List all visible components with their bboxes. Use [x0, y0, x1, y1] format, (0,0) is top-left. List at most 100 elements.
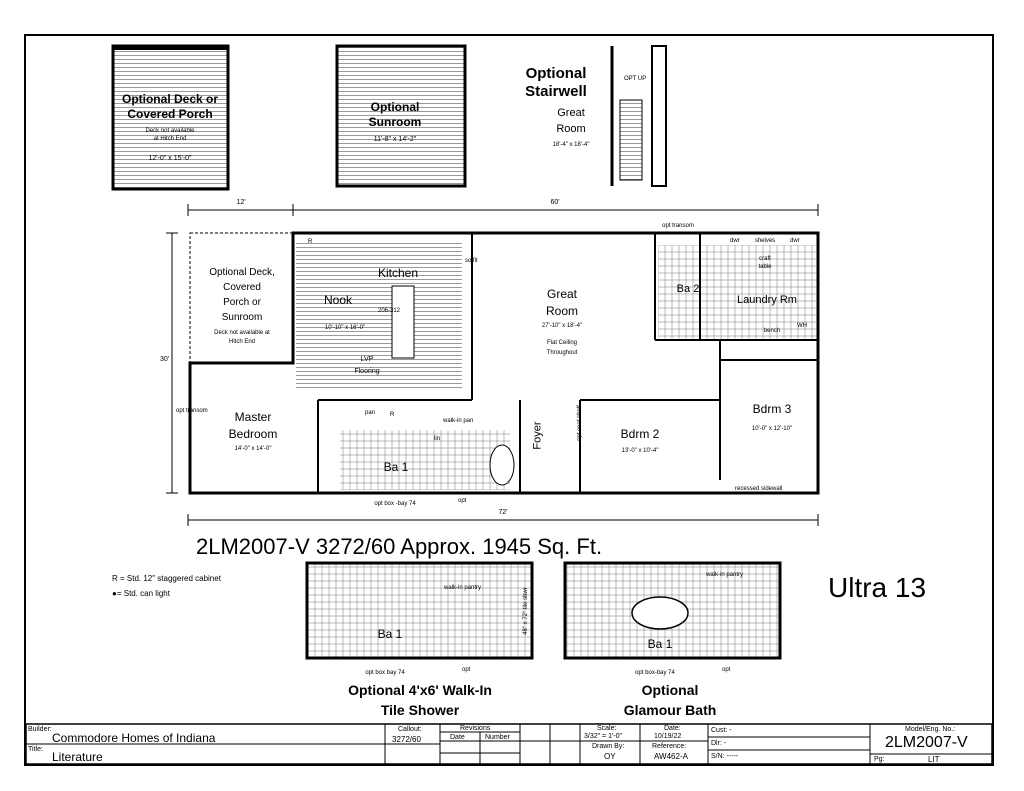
deck-side-1: Optional Deck,: [209, 267, 275, 278]
tb-builder: Commodore Homes of Indiana: [52, 731, 216, 745]
lvp-1: LVP: [360, 356, 374, 363]
recessed-label: recessed sidewall: [735, 486, 783, 492]
lin-label: lin: [434, 436, 441, 442]
sunroom-dims: 11'-8" x 14'-2": [373, 136, 417, 143]
option-sunroom-plan: [335, 44, 467, 188]
deck-side-note-2: Hitch End: [228, 339, 256, 345]
master-1: Master: [234, 410, 272, 424]
great-room-dims: 27'-10" x 18'-4": [541, 323, 583, 329]
option-stairwell-plan: [610, 45, 667, 187]
option-shower-plan: [305, 561, 534, 660]
tb-model-label: Model/Eng. No.:: [905, 726, 956, 733]
nook-dims: 10'-10" x 16'-0": [324, 325, 366, 331]
shower-ba1: Ba 1: [377, 627, 403, 641]
bdrm3-dims: 10'-0" x 12'-10": [751, 426, 793, 432]
shower-title-1: Optional 4'x6' Walk-In: [348, 682, 492, 698]
r-label-2: R: [390, 412, 395, 418]
tb-dlr: Dlr: -: [711, 740, 727, 747]
tb-title: Literature: [52, 750, 103, 764]
great-room-1: Great: [546, 287, 578, 301]
dim-top-main: 60': [550, 199, 560, 206]
foyer-label: Foyer: [531, 421, 544, 450]
tb-callout-label: Callout:: [398, 726, 422, 733]
shower-title-2: Tile Shower: [380, 702, 460, 718]
ba2-label: Ba 2: [676, 283, 700, 295]
great-room-note-1: Flat Ceiling: [546, 340, 578, 346]
main-floor-plan: [188, 231, 820, 495]
shower-box: opt box bay 74: [365, 670, 405, 676]
deck-note-2: at Hitch End: [153, 136, 187, 142]
option-deck-plan: [111, 44, 230, 191]
master-dims: 14'-0" x 14'-0": [234, 446, 272, 452]
bench-label: bench: [763, 328, 781, 334]
tb-scale: 3/32" = 1'-0": [584, 733, 623, 740]
tb-number-col: Number: [485, 734, 510, 741]
plan-headline: 2LM2007-V 3272/60 Approx. 1945 Sq. Ft.: [196, 534, 603, 559]
tb-builder-label: Builder:: [28, 726, 52, 733]
opt-transom-left: opt transom: [176, 408, 208, 414]
stairwell-opt-up: OPT UP: [624, 76, 647, 82]
stairwell-room-1: Great: [557, 107, 585, 119]
craft-1: craft: [759, 256, 771, 262]
tb-ref-label: Reference:: [652, 743, 687, 750]
tb-pg: LIT: [928, 755, 940, 764]
stairwell-title-2: Stairwell: [525, 83, 587, 100]
tb-date-col: Date: [450, 734, 465, 741]
shower-opt: opt: [462, 667, 471, 673]
brand-label: Ultra 13: [828, 572, 927, 603]
tb-model: 2LM2007-V: [885, 734, 968, 751]
deck-side-note-1: Deck not available at: [214, 330, 270, 336]
ba1-label: Ba 1: [383, 460, 409, 474]
deck-title-2: Covered Porch: [127, 107, 213, 121]
sunroom-title-1: Optional: [370, 100, 420, 114]
tb-title-label: Title:: [28, 746, 43, 753]
glamour-ba1: Ba 1: [647, 637, 673, 651]
great-room-2: Room: [545, 304, 579, 318]
option-glamour-plan: [563, 561, 782, 660]
deck-title-1: Optional Deck or: [121, 92, 219, 106]
tb-sn: S/N: -----: [711, 753, 739, 760]
deck-note-1: Deck not available: [145, 128, 195, 134]
tb-cust: Cust: -: [711, 727, 732, 734]
r-label-1: R: [308, 239, 313, 245]
tb-drawn-label: Drawn By:: [592, 743, 625, 750]
laundry-label: Laundry Rm: [737, 294, 797, 306]
opt-label: opt: [458, 498, 467, 504]
lvp-2: Flooring: [354, 368, 380, 375]
bdrm2-dims: 13'-0" x 10'-4": [621, 448, 659, 454]
deck-side-3: Porch or: [223, 297, 261, 308]
island-label: 206-312: [378, 308, 401, 314]
tb-pg-label: Pg:: [874, 756, 885, 763]
title-block-grid: [25, 723, 993, 765]
nook-label: Nook: [323, 293, 353, 307]
craft-2: table: [758, 264, 772, 270]
stairwell-dims: 18'-4" x 18'-4": [552, 142, 590, 148]
opt-transom-top: opt transom: [662, 223, 694, 229]
glamour-title-1: Optional: [641, 682, 699, 698]
shower-tile: 48" x 72" tile shwr: [522, 587, 529, 635]
tb-date-label: Date:: [664, 725, 681, 732]
bdrm3-label: Bdrm 3: [752, 402, 792, 416]
deck-side-4: Sunroom: [221, 312, 263, 323]
pan-label: pan: [365, 410, 376, 416]
great-room-note-2: Throughout: [546, 350, 578, 356]
legend-r: R = Std. 12" staggered cabinet: [112, 574, 221, 583]
tb-scale-label: Scale:: [597, 725, 617, 732]
master-2: Bedroom: [228, 427, 278, 441]
walk-in-pan-label: walk-in pan: [443, 418, 474, 424]
stairwell-title-1: Optional: [525, 65, 587, 82]
dimension-lines: [166, 204, 819, 526]
glamour-walk-in: walk-in pantry: [706, 572, 744, 578]
bdrm2-label: Bdrm 2: [620, 427, 660, 441]
kitchen-label: Kitchen: [377, 266, 419, 280]
tb-date: 10/19/22: [654, 733, 682, 740]
tb-revisions: Revisions: [460, 725, 491, 732]
dwr-label-1: dwr: [730, 238, 740, 244]
glamour-opt: opt: [722, 667, 731, 673]
dim-top-left: 12': [236, 199, 246, 206]
shower-walk-in-pantry: walk-in pantry: [444, 585, 482, 591]
dim-left: 30': [160, 356, 170, 363]
wh-label: WH: [797, 323, 807, 329]
soffit-label: soffit: [465, 258, 478, 264]
dim-bottom: 72': [498, 509, 508, 516]
